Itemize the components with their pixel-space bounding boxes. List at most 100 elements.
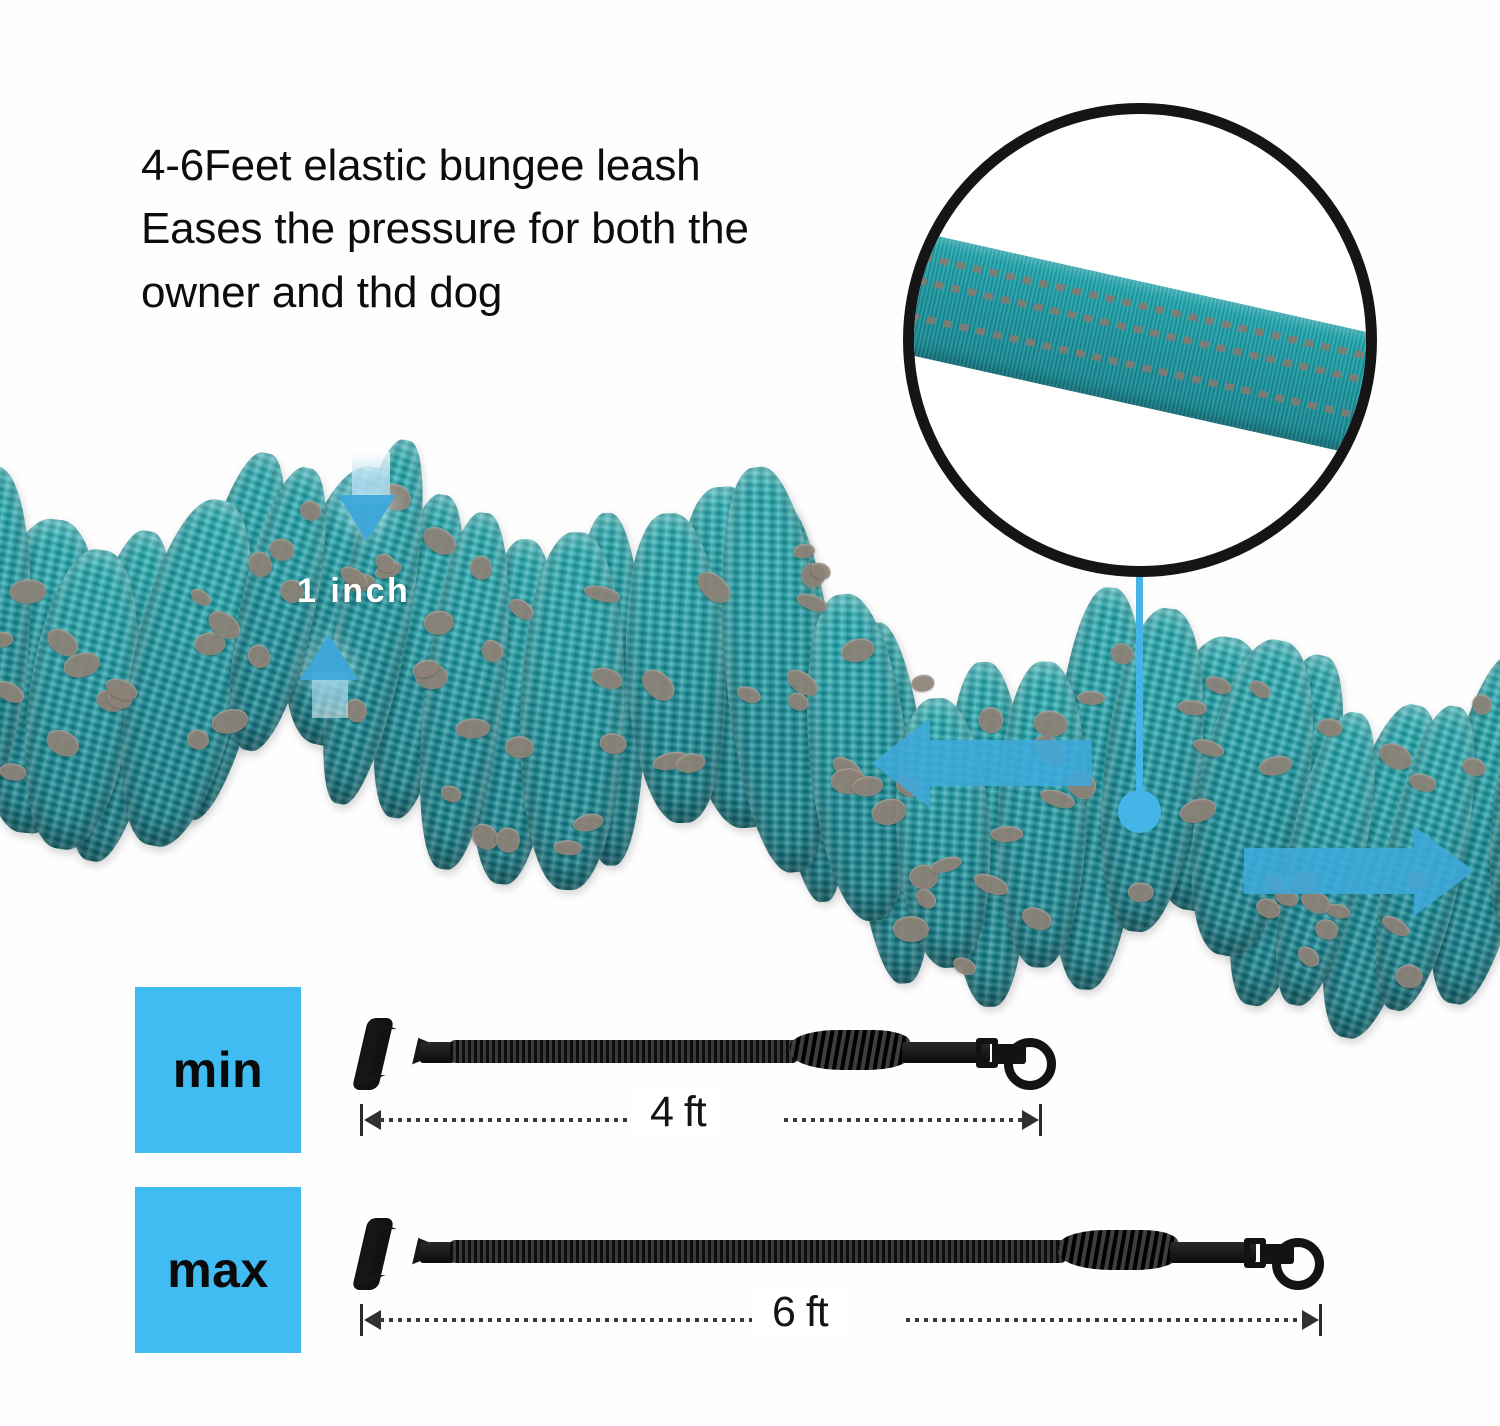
dim-dots-right — [784, 1118, 1024, 1122]
callout-leader-line — [1136, 574, 1143, 808]
dim-arrow-right — [1302, 1310, 1319, 1330]
reflective-fleck — [0, 762, 27, 783]
dim-tick-end — [1319, 1304, 1322, 1336]
rope-segment — [994, 660, 1091, 970]
reflective-fleck — [439, 783, 464, 805]
reflective-stitch-line — [914, 258, 1366, 410]
reflective-fleck — [8, 577, 48, 606]
reflective-fleck — [970, 869, 1011, 899]
page-title: 4-6Feet elastic bungee leash Eases the p… — [141, 141, 749, 317]
dim-dots-left — [380, 1318, 752, 1322]
reflective-fleck — [1018, 903, 1056, 934]
reflective-fleck — [1316, 717, 1344, 738]
reflective-fleck — [1110, 643, 1134, 666]
reflective-fleck — [907, 862, 941, 893]
reflective-fleck — [1313, 917, 1340, 943]
dim-arrow-left — [364, 1110, 381, 1130]
reflective-fleck — [582, 582, 622, 605]
stretch-arrow-right-icon — [1244, 826, 1474, 918]
reflective-fleck — [505, 594, 538, 624]
dim-arrow-left — [364, 1310, 381, 1330]
rope-segment — [8, 543, 155, 857]
rope-segment — [148, 444, 307, 828]
reflective-fleck — [421, 607, 457, 638]
arrow-left-head — [872, 718, 930, 808]
rope-segment — [404, 508, 524, 874]
handle-webbing — [420, 1042, 454, 1063]
reflective-fleck — [1176, 793, 1219, 828]
reflective-fleck — [599, 732, 628, 755]
grip-section — [790, 1030, 910, 1070]
reflective-fleck — [691, 565, 737, 609]
reflective-fleck — [476, 635, 508, 667]
bungee-section — [450, 1240, 1066, 1263]
reflective-fleck — [673, 750, 708, 776]
dimension-line-max: 6 ft — [360, 1288, 1322, 1342]
reflective-fleck — [467, 819, 505, 855]
stretch-arrow-left-icon — [872, 718, 1092, 810]
rope-segment — [0, 463, 39, 799]
leash-illustration-min — [351, 1016, 1056, 1090]
reflective-fleck — [493, 825, 522, 855]
reflective-fleck — [245, 548, 275, 580]
dim-tick-start — [360, 1304, 363, 1336]
reflective-fleck — [1293, 942, 1323, 971]
rope-segment — [706, 462, 846, 877]
dim-tick-start — [360, 1104, 363, 1136]
rope-segment — [1475, 656, 1500, 939]
reflective-fleck — [186, 728, 209, 751]
width-arrow-down-icon — [338, 495, 396, 541]
clip-square — [976, 1038, 998, 1068]
reflective-fleck — [838, 634, 878, 666]
width-arrow-up-icon — [300, 634, 358, 680]
magnifier-callout — [903, 103, 1377, 577]
bungee-section — [450, 1040, 798, 1063]
reflective-fleck — [950, 953, 979, 978]
reflective-fleck — [571, 810, 606, 835]
arrow-right-shaft — [1244, 848, 1416, 894]
reflective-fleck — [469, 555, 493, 581]
reflective-fleck — [989, 825, 1024, 843]
reflective-fleck — [734, 683, 764, 707]
rope-segment — [98, 489, 276, 857]
size-chip-min: min — [135, 987, 301, 1153]
reflective-fleck — [785, 689, 811, 713]
rope-segment — [942, 660, 1031, 1007]
grip-section — [1058, 1230, 1178, 1270]
tail-webbing — [902, 1042, 990, 1063]
dim-dots-left — [380, 1118, 630, 1122]
reflective-fleck — [782, 664, 823, 701]
reflective-fleck — [102, 674, 140, 704]
reflective-fleck — [911, 885, 940, 913]
rope-segment — [1087, 603, 1218, 938]
handle-webbing — [420, 1242, 454, 1263]
reflective-fleck — [42, 725, 83, 762]
size-chip-max: max — [135, 1187, 301, 1353]
rope-segment — [748, 503, 860, 906]
reflective-fleck — [651, 748, 691, 774]
reflective-fleck — [1203, 673, 1234, 698]
arrow-left-shaft — [924, 740, 1092, 786]
reflective-fleck — [588, 664, 626, 693]
reflective-fleck — [0, 677, 28, 707]
reflective-fleck — [418, 522, 461, 561]
reflective-fleck — [892, 915, 929, 942]
reflective-fleck — [209, 704, 251, 738]
arrow-right-head — [1414, 826, 1474, 916]
size-chip-max-label: max — [167, 1242, 269, 1298]
reflective-fleck — [828, 751, 868, 787]
rope-segment — [664, 482, 804, 833]
reflective-fleck — [1190, 735, 1227, 760]
rope-segment — [515, 530, 631, 892]
reflective-fleck — [1177, 698, 1208, 716]
reflective-fleck — [553, 839, 583, 856]
reflective-fleck — [1127, 881, 1155, 903]
reflective-fleck — [1246, 677, 1274, 703]
reflective-fleck — [1406, 771, 1438, 795]
reflective-fleck — [1460, 755, 1488, 778]
reflective-fleck — [187, 585, 214, 610]
reflective-fleck — [297, 499, 323, 523]
reflective-fleck — [792, 541, 817, 561]
reflective-fleck — [0, 630, 14, 648]
